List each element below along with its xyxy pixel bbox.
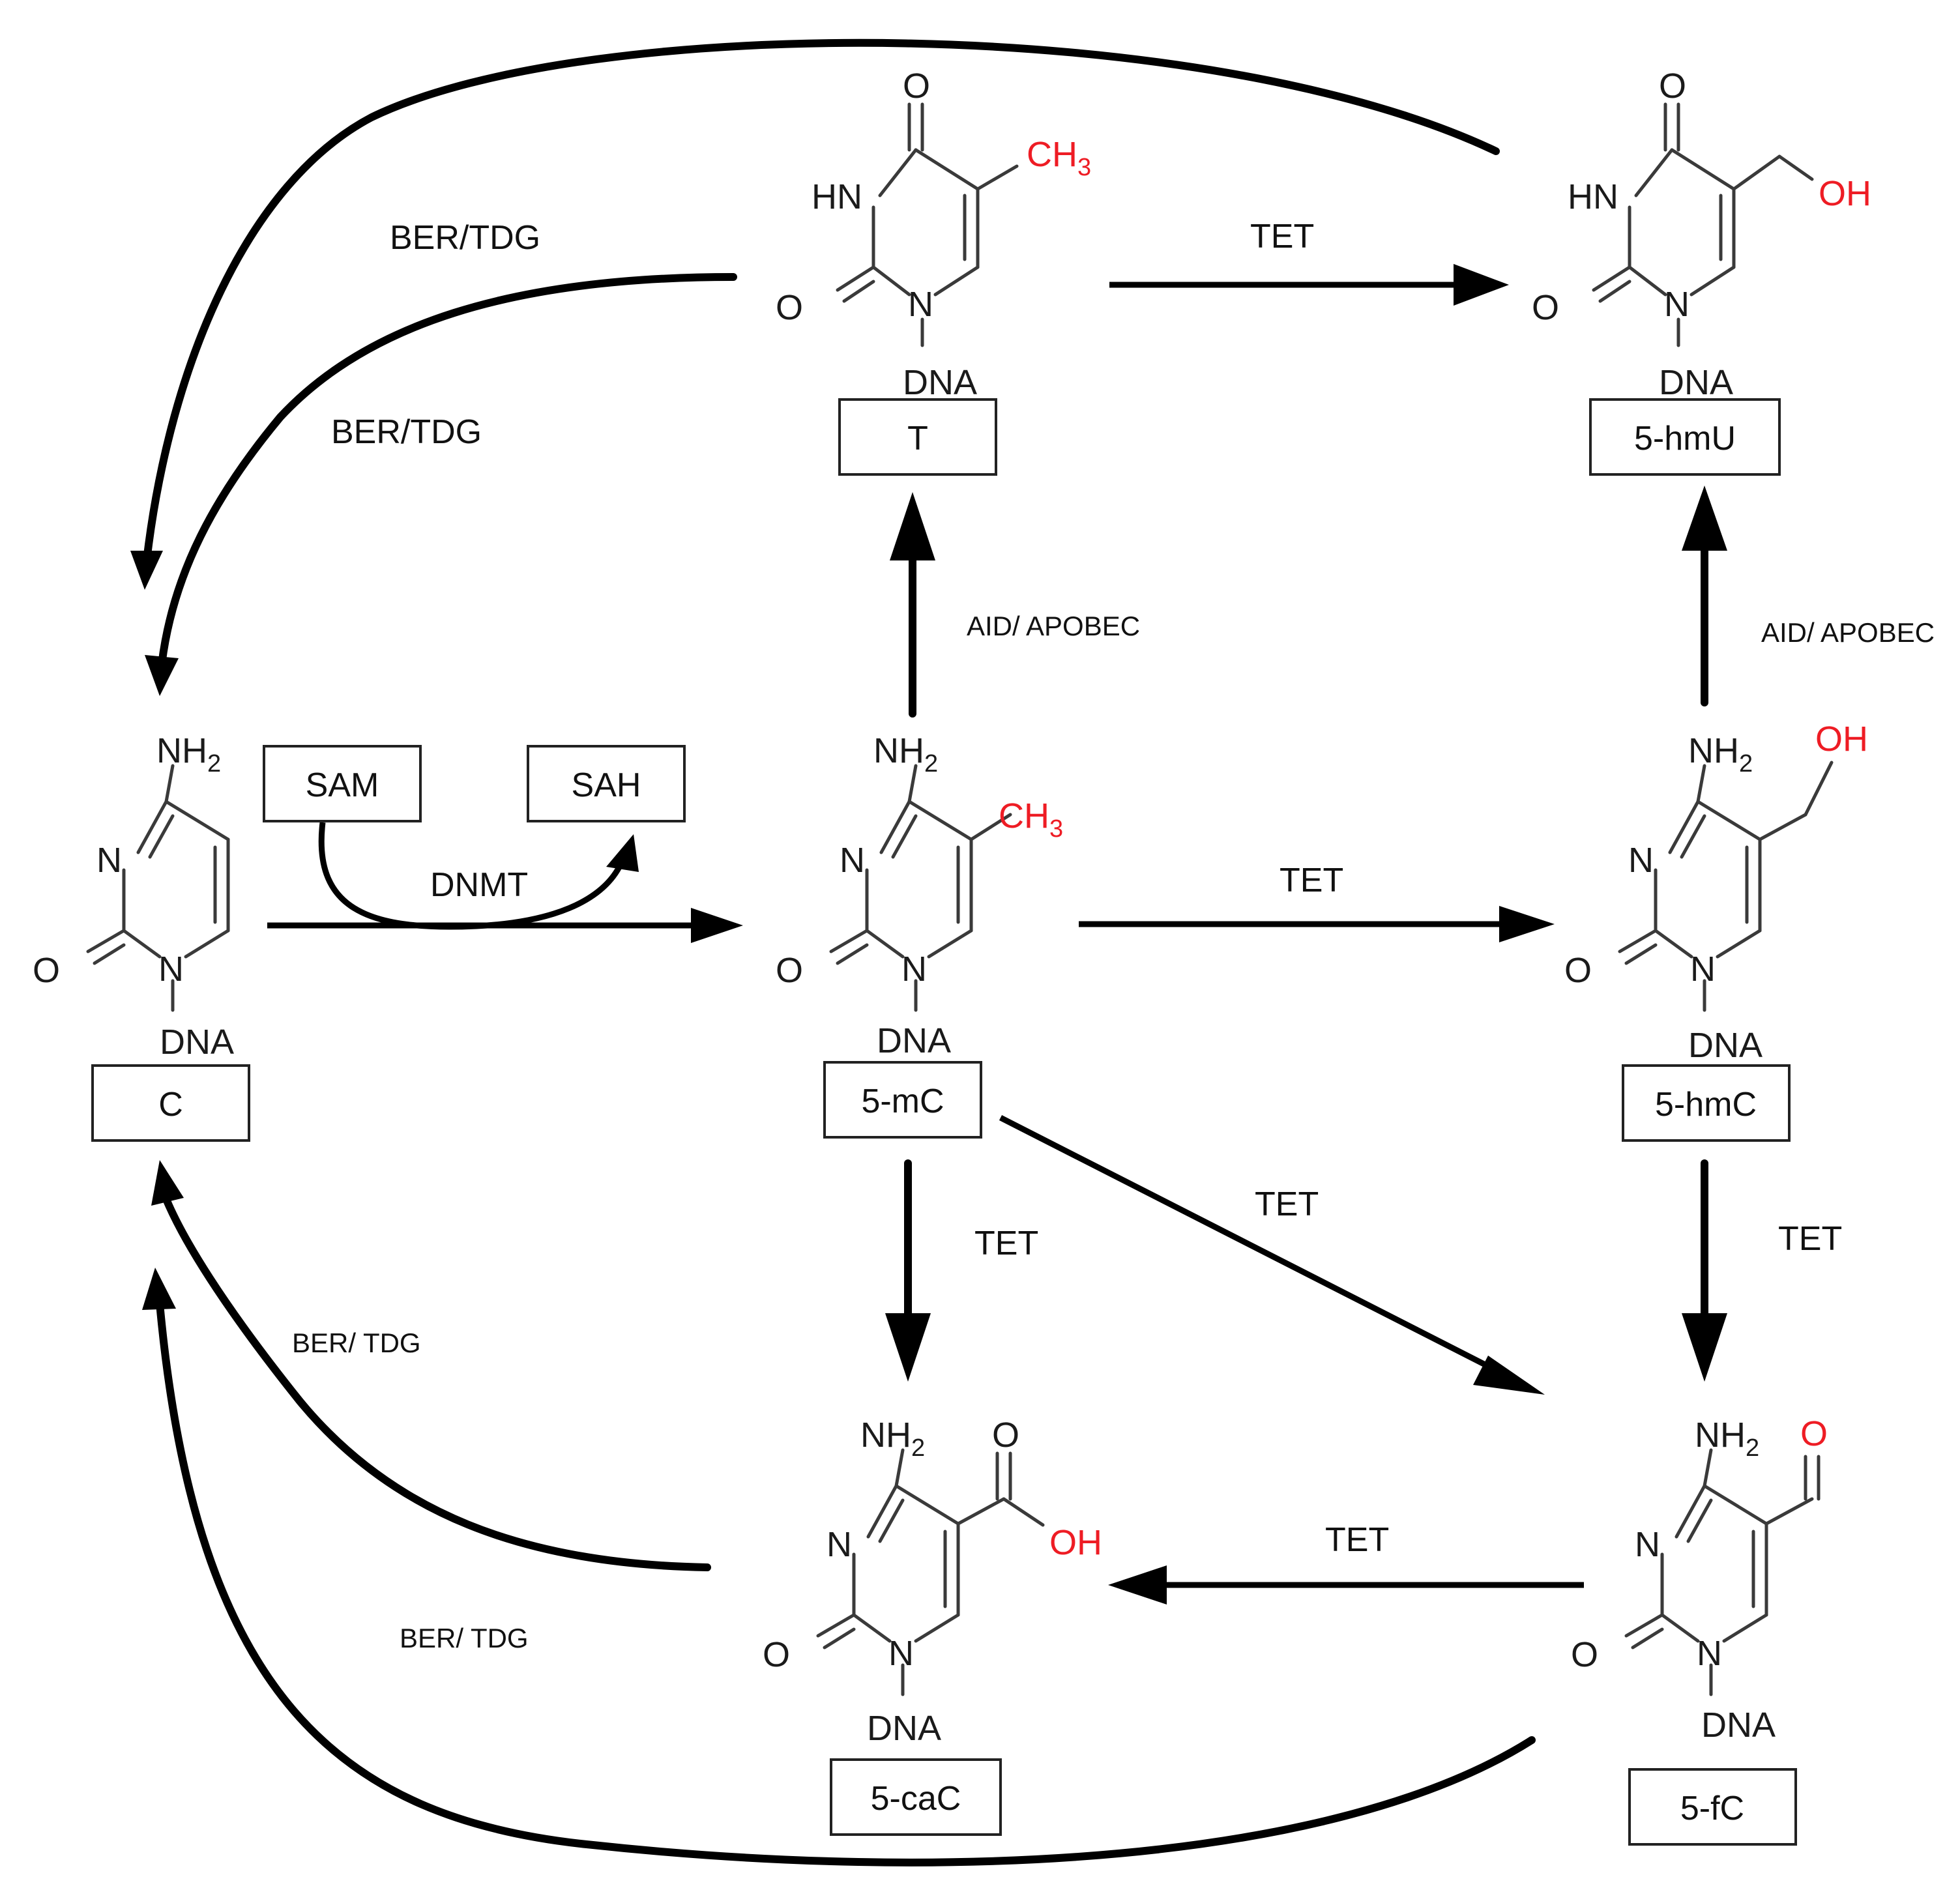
sah-box: SAH (527, 745, 686, 822)
amino-group: NH2 (156, 731, 221, 777)
node-5hmc-label: 5-hmC (1655, 1086, 1757, 1124)
methyl-group: CH3 (999, 796, 1063, 843)
molecule-5-methylcytosine: NH2 CH3 N N O DNA (776, 731, 1063, 1060)
carbonyl-oxygen-top: O (1659, 66, 1686, 106)
enzyme-label-tet-mc-cac: TET (974, 1225, 1038, 1262)
node-5hmu: 5-hmU (1589, 398, 1781, 476)
arrow-hmc-to-hmu (1682, 486, 1727, 706)
arrow-sam-to-sah (318, 822, 639, 930)
formyl-oxygen: O (1800, 1414, 1828, 1453)
dna-attachment: DNA (867, 1709, 941, 1748)
arrow-hmu-to-c (130, 38, 1500, 590)
molecule-5-carboxylcytosine: NH2 O OH N N O DNA (763, 1416, 1102, 1748)
node-t: T (838, 398, 997, 476)
arrow-t-to-hmu (1109, 264, 1509, 306)
carbonyl-oxygen: O (1571, 1635, 1598, 1674)
enzyme-label-dnmt: DNMT (430, 866, 528, 904)
amino-group: NH2 (873, 731, 938, 777)
ring-nitrogen-1: N (158, 950, 184, 989)
amino-group: NH2 (1688, 731, 1753, 777)
carbonyl-oxygen: O (1564, 951, 1592, 990)
node-5mc-label: 5-mC (861, 1082, 944, 1120)
ring-nitrogen-1: N (908, 285, 933, 324)
enzyme-label-tet-t-hmu: TET (1250, 218, 1314, 255)
molecule-5-hydroxymethyluracil: O OH HN N O DNA (1532, 66, 1871, 402)
ring-nh: HN (1568, 177, 1618, 216)
sam-label: SAM (306, 766, 379, 804)
dna-attachment: DNA (877, 1021, 951, 1060)
ring-nitrogen: N (826, 1525, 852, 1564)
molecule-5-formylcytosine: NH2 O N N O DNA (1571, 1414, 1828, 1745)
carboxyl-oxygen: O (992, 1416, 1019, 1455)
enzyme-label-tet-mc-hmc: TET (1280, 862, 1343, 899)
carbonyl-oxygen: O (776, 288, 803, 327)
ring-nitrogen-1: N (888, 1634, 914, 1673)
node-5cac: 5-caC (830, 1758, 1002, 1836)
node-5hmu-label: 5-hmU (1634, 420, 1736, 458)
arrow-mc-to-cac (885, 1159, 931, 1382)
ring-nitrogen-1: N (901, 950, 927, 989)
node-5hmc: 5-hmC (1622, 1064, 1791, 1142)
arrow-fc-to-c (142, 1268, 1536, 1867)
ring-nitrogen: N (1635, 1525, 1660, 1564)
molecule-thymine: O CH3 HN N O DNA (776, 66, 1091, 402)
enzyme-label-ber-outer-top: BER/TDG (390, 219, 540, 257)
arrow-hmc-to-fc (1682, 1159, 1727, 1382)
arrow-t-to-c (145, 273, 737, 696)
carbonyl-oxygen: O (776, 951, 803, 990)
dna-attachment: DNA (1701, 1706, 1776, 1745)
enzyme-label-ber-outer-bottom: BER/ TDG (400, 1623, 529, 1653)
sah-label: SAH (572, 766, 641, 804)
dna-attachment: DNA (1688, 1026, 1763, 1065)
ring-nh: HN (812, 177, 862, 216)
ring-nitrogen: N (96, 841, 122, 880)
arrow-mc-to-fc (999, 1114, 1545, 1395)
node-5cac-label: 5-caC (871, 1780, 961, 1818)
enzyme-label-tet-fc-cac: TET (1325, 1521, 1389, 1559)
enzyme-label-tet-mc-fc: TET (1255, 1185, 1319, 1223)
hydroxyl-group: OH (1815, 719, 1868, 759)
molecule-cytosine: NH2 N N O DNA (33, 731, 234, 1062)
node-c: C (91, 1064, 250, 1142)
amino-group: NH2 (1695, 1416, 1759, 1462)
dna-attachment: DNA (1659, 363, 1733, 402)
arrow-mc-to-hmc (1079, 906, 1555, 942)
dna-attachment: DNA (160, 1023, 234, 1062)
molecule-5-hydroxymethylcytosine: NH2 OH N N O DNA (1564, 719, 1868, 1065)
carbonyl-oxygen: O (1532, 288, 1559, 327)
arrow-cac-to-c (151, 1160, 711, 1571)
ring-nitrogen-1: N (1697, 1634, 1722, 1673)
arrow-mc-to-t (890, 492, 935, 718)
ring-nitrogen-1: N (1664, 285, 1689, 324)
amino-group: NH2 (860, 1416, 925, 1462)
carboxyl-hydroxyl: OH (1049, 1523, 1102, 1562)
hydroxyl-group: OH (1819, 174, 1871, 213)
methyl-group: CH3 (1027, 135, 1091, 181)
enzyme-label-aid-hmc-hmu: AID/ APOBEC (1761, 617, 1935, 648)
enzyme-label-ber-inner-top: BER/TDG (331, 413, 482, 451)
ring-nitrogen-1: N (1690, 950, 1716, 989)
enzyme-label-tet-hmc-fc: TET (1778, 1220, 1842, 1258)
carbonyl-oxygen: O (763, 1635, 790, 1674)
carbonyl-oxygen-top: O (903, 66, 930, 106)
node-5fc: 5-fC (1628, 1768, 1797, 1846)
dna-attachment: DNA (903, 363, 977, 402)
enzyme-label-aid-mc-t: AID/ APOBEC (967, 611, 1140, 641)
node-t-label: T (907, 420, 928, 458)
node-5mc: 5-mC (823, 1061, 982, 1139)
enzyme-label-ber-inner-bottom: BER/ TDG (292, 1328, 421, 1358)
node-c-label: C (158, 1086, 183, 1124)
carbonyl-oxygen: O (33, 951, 60, 990)
ring-nitrogen: N (1628, 841, 1654, 880)
sam-box: SAM (263, 745, 422, 822)
arrow-fc-to-cac (1108, 1565, 1584, 1605)
ring-nitrogen: N (840, 841, 865, 880)
node-5fc-label: 5-fC (1680, 1790, 1744, 1827)
